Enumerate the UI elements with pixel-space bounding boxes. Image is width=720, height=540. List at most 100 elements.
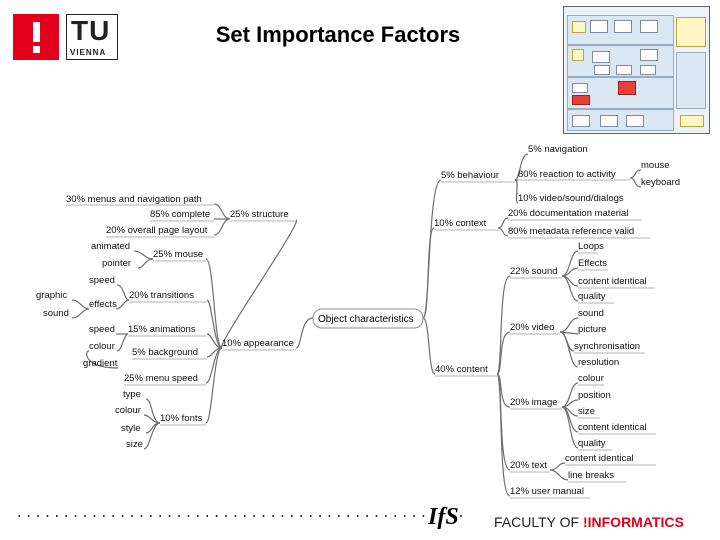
tu-logo-text: TU [71, 15, 111, 46]
connector-line [496, 373, 511, 497]
connector-line [295, 317, 314, 349]
leaf-mouse: mouse [641, 160, 670, 171]
branch-sound: 22% sound [510, 266, 558, 277]
leaf-transition-speed: speed [89, 275, 115, 286]
branch-background: 5% background [132, 347, 198, 358]
connector-line [422, 227, 435, 319]
connector-line [497, 217, 509, 229]
connector-line [205, 258, 223, 349]
leaf-line-breaks: line breaks [568, 470, 614, 481]
leaf-loops: Loops [578, 241, 604, 252]
connector-line [559, 331, 579, 368]
connector-line [559, 331, 579, 335]
leaf-font-colour: colour [115, 405, 141, 416]
connector-line [143, 422, 161, 450]
leaf-overall-page-layout: 20% overall page layout [106, 225, 208, 236]
connector-line [422, 179, 442, 319]
faculty-of-informatics-logo: FACULTY OF !INFORMATICS [494, 514, 684, 530]
mindmap-connectors [66, 153, 656, 499]
leaf-pointer: pointer [102, 258, 131, 269]
connector-line [496, 275, 511, 375]
leaf-image-colour: colour [578, 373, 604, 384]
branch-behaviour: 5% behaviour [441, 170, 499, 181]
connector-line [221, 219, 297, 349]
branch-animations: 15% animations [128, 324, 196, 335]
root-node: Object characteristics [318, 314, 414, 325]
branch-content: 40% content [435, 364, 488, 375]
leaf-keyboard: keyboard [641, 177, 680, 188]
tu-logo-subtext: VIENNA [70, 48, 107, 57]
leaf-synchronisation: synchronisation [574, 341, 640, 352]
branch-image: 20% image [510, 397, 558, 408]
leaf-font-style: style [121, 423, 141, 434]
connector-line [86, 350, 119, 369]
root-node-box [312, 308, 424, 329]
leaf-animation-colour: colour [89, 341, 115, 352]
ifs-logo: IfS [428, 504, 459, 530]
leaf-image-size: size [578, 406, 595, 417]
connector-line [514, 153, 529, 181]
connector-line [213, 218, 231, 236]
branch-user-manual: 12% user manual [510, 486, 584, 497]
leaf-reaction-to-activity: 80% reaction to activity [518, 169, 616, 180]
process-diagram-thumbnail [563, 6, 710, 134]
leaf-video-sound-dialogs: 10% video/sound/dialogs [518, 193, 624, 204]
leaf-documentation-material: 20% documentation material [508, 208, 628, 219]
leaf-gradient: gradient [83, 358, 118, 369]
connector-line [559, 317, 579, 333]
connector-line [561, 406, 579, 449]
leaf-image-quality: quality [578, 438, 606, 449]
faculty-text: FACULTY [494, 514, 556, 530]
leaf-graphic: graphic [36, 290, 67, 301]
leaf-menus-navigation-path: 30% menus and navigation path [66, 194, 202, 205]
connector-line [115, 299, 130, 310]
tu-logo-exclamation [13, 14, 59, 60]
leaf-font-size: size [126, 439, 143, 450]
leaf-font-type: type [123, 389, 141, 400]
leaf-effects: Effects [578, 258, 607, 269]
slide-title: Set Importance Factors [215, 22, 461, 47]
connector-line [133, 250, 154, 260]
connector-line [145, 398, 161, 424]
branch-appearance: 10% appearance [222, 338, 294, 349]
leaf-navigation: 5% navigation [528, 144, 588, 155]
leaf-image-content-identical: content identical [578, 422, 647, 433]
leaf-animated: animated [91, 241, 130, 252]
connector-line [213, 203, 231, 220]
leaf-resolution: resolution [578, 357, 619, 368]
connector-line [549, 469, 569, 481]
branch-mouse: 25% mouse [153, 249, 203, 260]
leaf-animation-speed: speed [89, 324, 115, 335]
connector-line [71, 308, 90, 319]
connector-line [549, 462, 566, 471]
branch-context: 10% context [434, 218, 487, 229]
connector-line [629, 169, 642, 179]
connector-line [561, 275, 579, 302]
connector-line [514, 179, 519, 204]
connector-line [206, 333, 223, 349]
leaf-sound-content-identical: content identical [578, 276, 647, 287]
branch-menu-speed: 25% menu speed [124, 373, 198, 384]
leaf-complete: 85% complete [150, 209, 210, 220]
branch-text: 20% text [510, 460, 547, 471]
leaf-effects: effects [89, 299, 117, 310]
branch-fonts: 10% fonts [160, 413, 202, 424]
mindmap-nodes: Object characteristics 5% behaviour 10% … [36, 144, 680, 497]
connector-line [137, 258, 154, 269]
connector-line [496, 331, 511, 375]
leaf-sound-quality: quality [578, 291, 606, 302]
leaf-metadata-reference: 80% metadata reference valid [508, 226, 634, 237]
branch-structure: 25% structure [230, 209, 289, 220]
connector-line [205, 347, 223, 424]
informatics-text: !INFORMATICS [582, 514, 684, 530]
footer-dotted-line: ........................................… [15, 506, 467, 522]
tu-vienna-logo: TU VIENNA [66, 14, 118, 60]
of-text: OF [559, 514, 580, 530]
leaf-position: position [578, 390, 611, 401]
leaf-text-content-identical: content identical [565, 453, 634, 464]
leaf-picture: picture [578, 324, 607, 335]
connector-line [422, 317, 436, 375]
connector-line [116, 284, 130, 301]
connector-line [497, 227, 509, 237]
